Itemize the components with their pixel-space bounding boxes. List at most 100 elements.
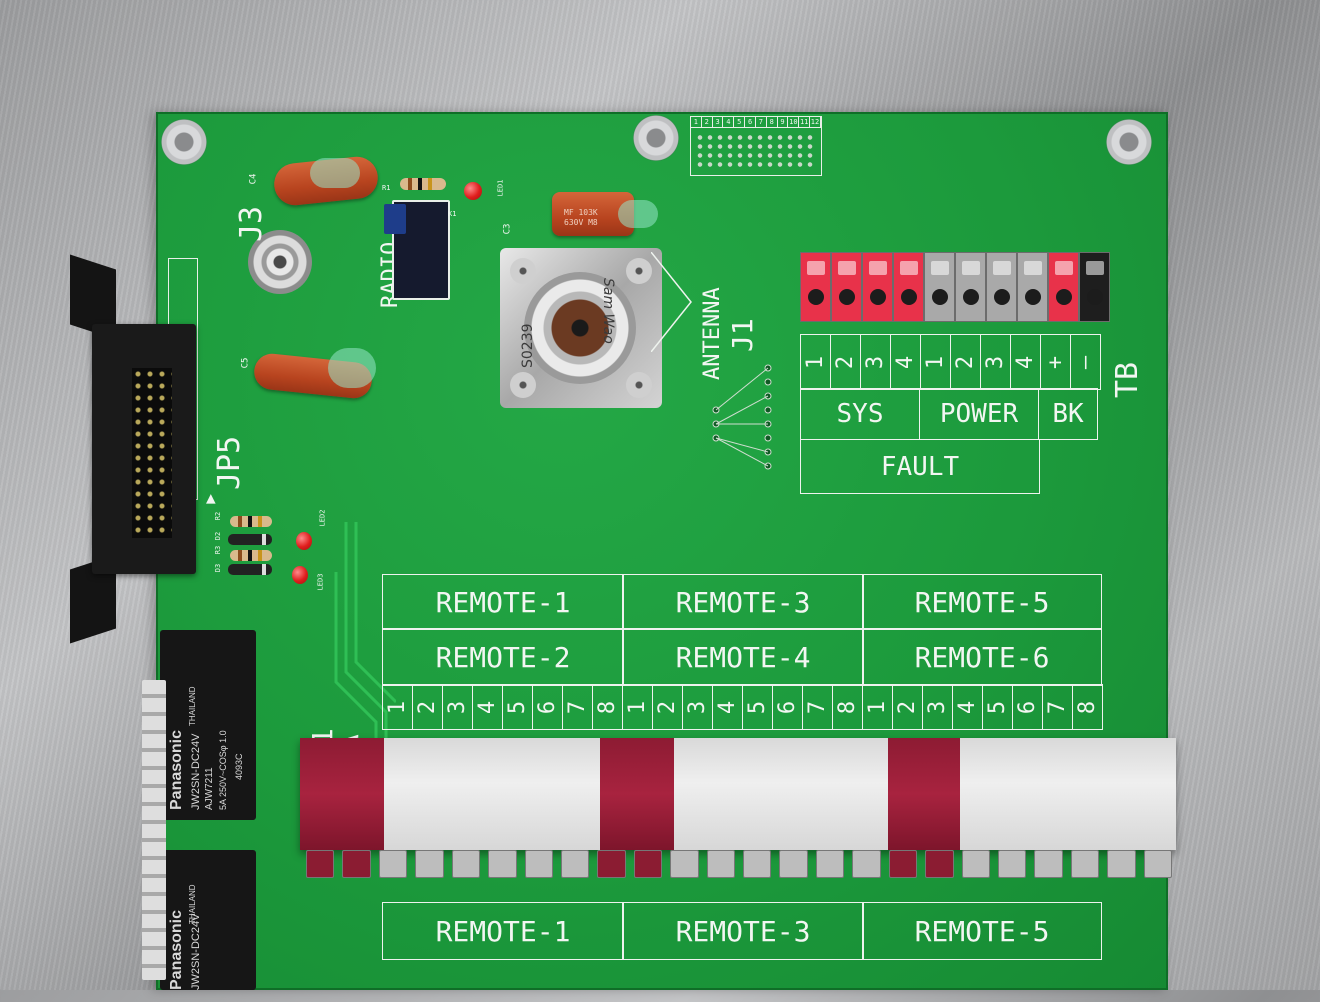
strip-release-tab[interactable] [998, 850, 1027, 878]
strip-release-tab[interactable] [633, 850, 663, 878]
header-grid-number: 9 [778, 117, 789, 127]
header-grid-number: 6 [745, 117, 756, 127]
terminal-wire-hole [870, 289, 886, 305]
lower-remote-1-label: REMOTE-1 [382, 902, 624, 960]
remote-pin-label: 2 [412, 684, 443, 730]
terminal-position[interactable] [862, 252, 893, 322]
so239-screw-tr [626, 258, 652, 284]
strip-release-tab[interactable] [706, 850, 736, 878]
label-d2: D2 [214, 531, 223, 541]
remote-pin-text: 8 [835, 700, 860, 714]
header-grid-number: 12 [810, 117, 821, 127]
strip-release-tab[interactable] [524, 850, 553, 878]
remote-pin-text: 3 [685, 700, 710, 714]
label-r3: R3 [214, 545, 223, 555]
terminal-position[interactable] [1079, 252, 1110, 322]
terminal-lever[interactable] [1055, 261, 1073, 275]
ribbon-header-jp5 [66, 254, 200, 644]
terminal-wire-hole [1025, 289, 1041, 305]
cap-c3-marking: MF 103K [564, 208, 598, 217]
remote-pin-label: 8 [832, 684, 863, 730]
terminal-position[interactable] [831, 252, 862, 322]
jp5-body [92, 324, 196, 574]
terminal-lever[interactable] [1024, 261, 1042, 275]
terminal-position[interactable] [893, 252, 924, 322]
terminal-block-tb [800, 252, 1110, 322]
terminal-lever[interactable] [807, 261, 825, 275]
terminal-position[interactable] [924, 252, 955, 322]
f-connector-j3 [248, 230, 312, 294]
strip-release-tab[interactable] [925, 850, 954, 878]
terminal-lever[interactable] [993, 261, 1011, 275]
strip-release-tab[interactable] [961, 850, 991, 878]
relay-upper: Panasonic THAILAND JW2SN-DC24V AJW7211 5… [160, 630, 256, 820]
strip-release-tab[interactable] [415, 850, 444, 878]
led-1 [464, 182, 482, 200]
tb-pin-text: 3 [863, 355, 888, 369]
terminal-lever[interactable] [931, 261, 949, 275]
antenna-trace-outline [651, 252, 692, 352]
so239-brand: Sam Wao [600, 278, 616, 344]
punchdown-terminal-strip [300, 738, 1176, 888]
terminal-wire-hole [932, 289, 948, 305]
strip-release-tab[interactable] [743, 850, 772, 878]
terminal-lever[interactable] [869, 261, 887, 275]
remote-pin-text: 7 [565, 700, 590, 714]
remote-pin-label: 3 [682, 684, 713, 730]
remote-pin-text: 5 [505, 700, 530, 714]
strip-release-tab[interactable] [1143, 850, 1173, 878]
relay-lower-brand: Panasonic [168, 909, 185, 990]
terminal-lever[interactable] [838, 261, 856, 275]
terminal-wire-hole [839, 289, 855, 305]
remote-pin-label: 2 [652, 684, 683, 730]
remote-pin-label: 3 [442, 684, 473, 730]
remote-pin-label: 3 [922, 684, 953, 730]
remote-6-label: REMOTE-6 [862, 628, 1102, 686]
remote-pin-text: 5 [985, 700, 1010, 714]
strip-release-tab[interactable] [342, 850, 371, 878]
strip-release-tab[interactable] [1070, 850, 1100, 878]
remote-pin-label: 1 [622, 684, 653, 730]
strip-release-tab[interactable] [451, 850, 481, 878]
strip-release-tab[interactable] [560, 850, 590, 878]
mounting-hole-top-right [1106, 119, 1152, 165]
strip-release-tab[interactable] [306, 850, 335, 878]
terminal-position[interactable] [1017, 252, 1048, 322]
strip-release-tab[interactable] [888, 850, 918, 878]
strip-release-tab[interactable] [670, 850, 699, 878]
remote-pin-label: 7 [1042, 684, 1073, 730]
strip-release-tab[interactable] [779, 850, 808, 878]
strip-red-band-2 [600, 738, 674, 850]
remote-5-label: REMOTE-5 [862, 574, 1102, 630]
label-c4: C4 [248, 173, 259, 185]
terminal-lever[interactable] [1086, 261, 1104, 275]
group-bk: BK [1038, 388, 1098, 440]
label-r1: R1 [382, 184, 391, 192]
tb-pin-text: – [1073, 355, 1098, 369]
strip-release-tab[interactable] [815, 850, 845, 878]
terminal-position[interactable] [1048, 252, 1079, 322]
remote-pin-label: 5 [742, 684, 773, 730]
strip-release-tab[interactable] [1034, 850, 1063, 878]
terminal-position[interactable] [955, 252, 986, 322]
label-c5: C5 [240, 357, 251, 369]
strip-release-tab[interactable] [1107, 850, 1136, 878]
terminal-position[interactable] [800, 252, 831, 322]
strip-release-tab[interactable] [597, 850, 626, 878]
strip-release-tab[interactable] [378, 850, 408, 878]
remote-pin-text: 2 [415, 700, 440, 714]
so239-screw-br [626, 372, 652, 398]
tb-pin-text: 1 [803, 355, 828, 369]
terminal-wire-hole [901, 289, 917, 305]
relay-lower-model: JW2SN-DC24V [190, 913, 202, 990]
label-jp5: JP5 [212, 435, 247, 490]
remote-table: REMOTE-1 REMOTE-3 REMOTE-5 REMOTE-2 REMO… [382, 574, 1103, 730]
terminal-lever[interactable] [900, 261, 918, 275]
resistor-r1 [400, 178, 446, 190]
strip-release-tab[interactable] [488, 850, 517, 878]
strip-release-tab[interactable] [852, 850, 881, 878]
terminal-position[interactable] [986, 252, 1017, 322]
terminal-lever[interactable] [962, 261, 980, 275]
header-grid-number: 7 [756, 117, 767, 127]
